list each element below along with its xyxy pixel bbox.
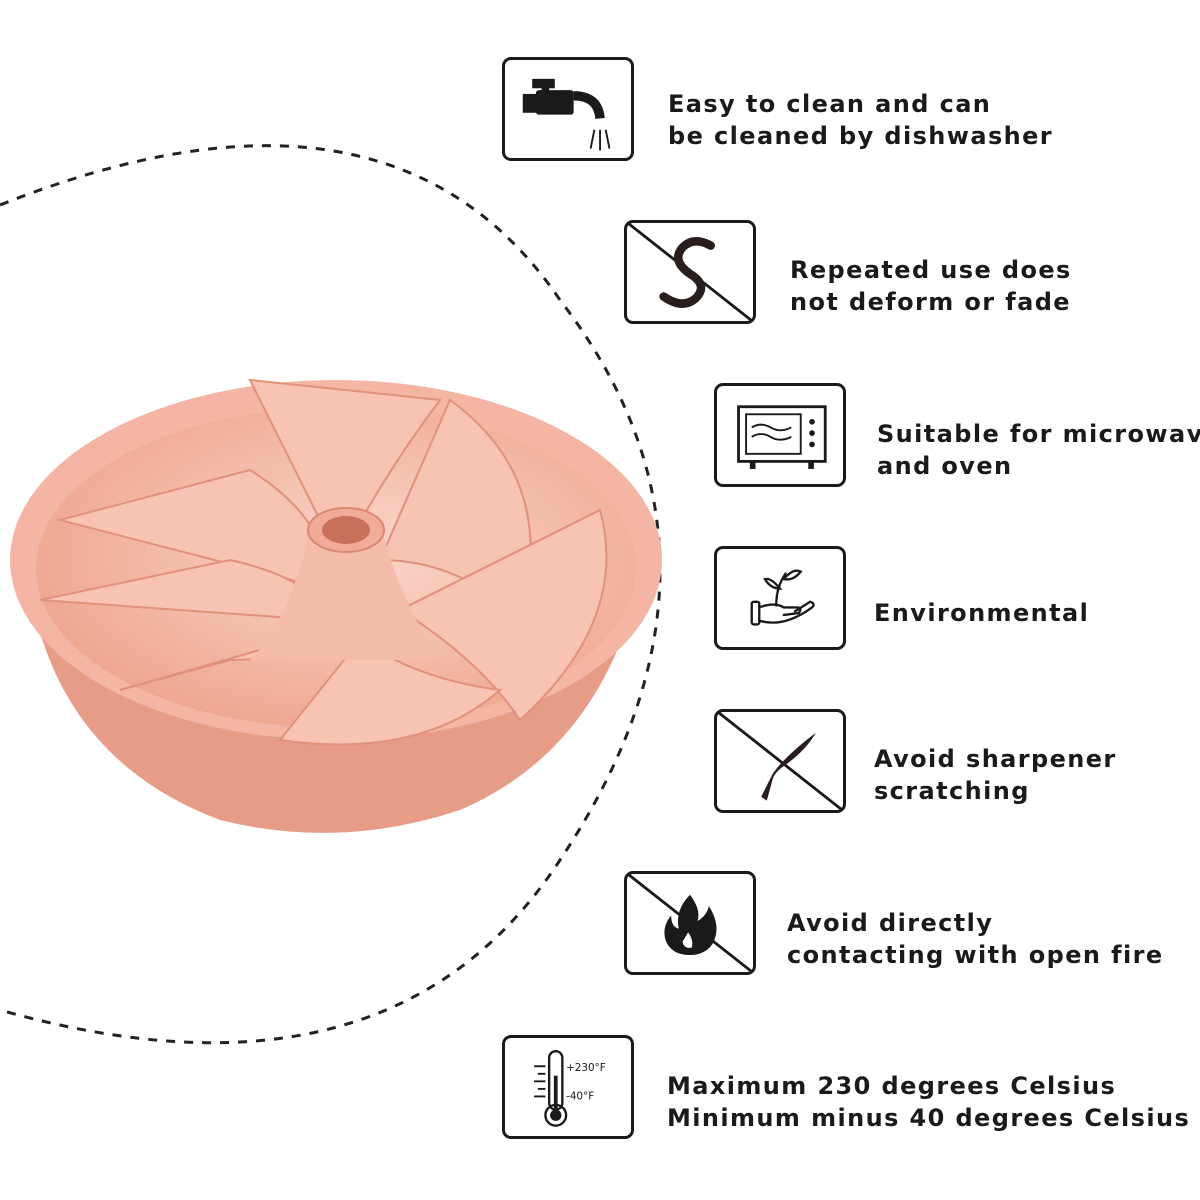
feature-line: contacting with open fire [787,941,1164,969]
feature-line: Easy to clean and can [668,90,992,118]
eco-plant-hand-icon [714,546,846,650]
microwave-icon [714,383,846,487]
no-knife-icon [714,709,846,813]
no-fire-icon [624,871,756,975]
min-temp-label: -40°F [566,1090,594,1102]
feature-line: be cleaned by dishwasher [668,122,1054,150]
feature-line: not deform or fade [790,288,1071,316]
feature-line: Minimum minus 40 degrees Celsius [667,1104,1191,1132]
feature-line: Environmental [874,599,1090,627]
feature-line: scratching [874,777,1030,805]
feature-line: Maximum 230 degrees Celsius [667,1072,1117,1100]
feature-line: Repeated use does [790,256,1072,284]
faucet-icon [502,57,634,161]
thermometer-icon: +230°F -40°F [502,1035,634,1139]
silicone-bundt-pan-image [10,378,662,833]
max-temp-label: +230°F [566,1062,606,1074]
feature-line: Avoid directly [787,909,994,937]
feature-line: Suitable for microwave [877,420,1200,448]
feature-line: Avoid sharpener [874,745,1117,773]
feature-line: and oven [877,452,1013,480]
no-deform-icon [624,220,756,324]
